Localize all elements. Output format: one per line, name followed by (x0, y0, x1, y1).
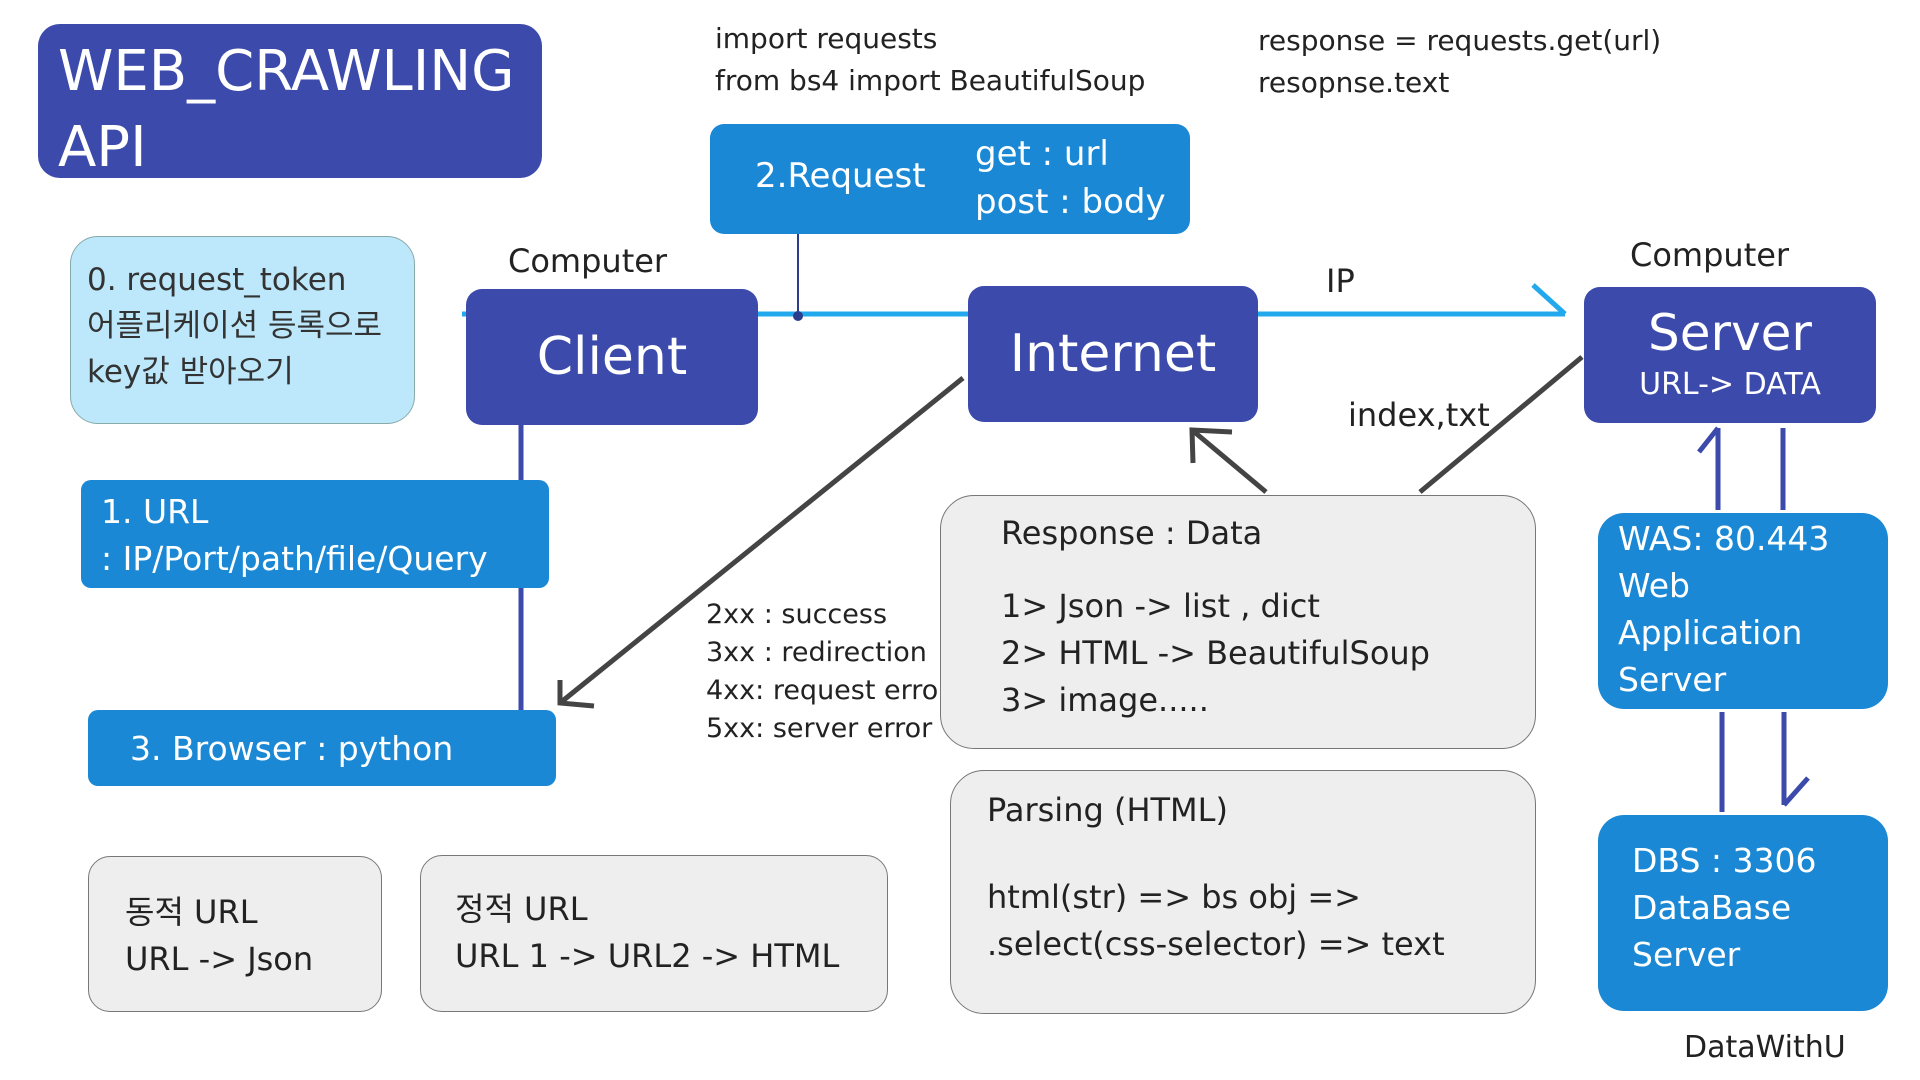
token-line: 어플리케이션 등록으로 (87, 308, 383, 344)
dbs-line: DBS : 3306 (1632, 841, 1817, 880)
code-line: from bs4 import BeautifulSoup (715, 64, 1146, 97)
credit-label: DataWithU (1684, 1030, 1846, 1065)
was-line: Server (1618, 660, 1727, 699)
url-line: : IP/Port/path/file/Query (101, 539, 488, 578)
ip-label: IP (1326, 262, 1355, 300)
request-methods: get : url post : body (975, 130, 1166, 226)
was-box: WAS: 80.443 Web Application Server (1598, 513, 1888, 709)
status-code-item: 2xx : success (706, 599, 888, 630)
response-item: 3> image..... (1001, 681, 1209, 719)
client-node: Client (466, 289, 758, 425)
parsing-title: Parsing (HTML) (987, 791, 1228, 829)
static-url-line: 정적 URL (455, 890, 588, 928)
code-line: resopnse.text (1258, 66, 1450, 99)
browser-label: 3. Browser : python (130, 728, 454, 768)
connector-internet-to-browser-arrow (557, 376, 965, 709)
code-response: response = requests.get(url) resopnse.te… (1258, 20, 1661, 104)
server-node: Server URL-> DATA (1584, 287, 1876, 423)
dbs-line: DataBase (1632, 888, 1792, 927)
dynamic-url-line: URL -> Json (125, 940, 314, 978)
code-imports: import requests from bs4 import Beautifu… (715, 18, 1145, 102)
browser-box: 3. Browser : python (88, 710, 556, 786)
status-code-item: 4xx: request error (706, 675, 950, 706)
connector-server-was-arrows (1697, 426, 1786, 510)
status-code-item: 3xx : redirection (706, 637, 927, 668)
request-box: 2.Request get : url post : body (710, 124, 1190, 234)
connector-response-to-internet-arrow (1189, 427, 1268, 494)
parsing-line: .select(css-selector) => text (987, 925, 1445, 963)
url-line: 1. URL (101, 492, 209, 531)
response-title: Response : Data (1001, 514, 1263, 552)
response-item: 1> Json -> list , dict (1001, 587, 1320, 625)
request-method: get : url (975, 134, 1109, 174)
code-line: response = requests.get(url) (1258, 24, 1662, 57)
server-computer-label: Computer (1630, 236, 1790, 274)
server-subtitle: URL-> DATA (1639, 367, 1821, 402)
internet-title: Internet (1009, 324, 1217, 384)
response-box: Response : Data 1> Json -> list , dict 2… (940, 495, 1536, 749)
connector-was-dbs-arrows (1719, 712, 1810, 812)
title-line: WEB_CRAWLING (58, 39, 515, 104)
static-url-line: URL 1 -> URL2 -> HTML (455, 937, 840, 975)
status-code-list: 2xx : success 3xx : redirection 4xx: req… (706, 596, 949, 748)
request-method: post : body (975, 182, 1166, 222)
dbs-line: Server (1632, 935, 1741, 974)
dbs-box: DBS : 3306 DataBase Server (1598, 815, 1888, 1011)
client-computer-label: Computer (508, 242, 668, 280)
code-line: import requests (715, 22, 938, 55)
title-line: API (58, 115, 147, 180)
connector-server-to-response (1418, 355, 1584, 494)
dynamic-url-line: 동적 URL (125, 893, 258, 931)
token-line: 0. request_token (87, 262, 347, 298)
token-line: key값 받아오기 (87, 354, 294, 390)
url-box: 1. URL : IP/Port/path/file/Query (81, 480, 549, 588)
parsing-box: Parsing (HTML) html(str) => bs obj => .s… (950, 770, 1536, 1014)
title-box: WEB_CRAWLING API (38, 24, 542, 180)
was-line: WAS: 80.443 (1618, 519, 1830, 558)
status-code-item: 5xx: server error (706, 713, 933, 744)
was-line: Web (1618, 566, 1690, 605)
was-line: Application (1618, 613, 1803, 652)
request-label: 2.Request (755, 156, 926, 196)
static-url-box: 정적 URL URL 1 -> URL2 -> HTML (420, 855, 888, 1012)
dynamic-url-box: 동적 URL URL -> Json (88, 856, 382, 1012)
internet-node: Internet (968, 286, 1258, 422)
client-title: Client (536, 327, 688, 387)
server-title: Server (1648, 304, 1812, 362)
parsing-line: html(str) => bs obj => (987, 878, 1361, 916)
index-label: index,txt (1348, 396, 1490, 434)
token-box: 0. request_token 어플리케이션 등록으로 key값 받아오기 (70, 236, 415, 424)
response-item: 2> HTML -> BeautifulSoup (1001, 634, 1430, 672)
